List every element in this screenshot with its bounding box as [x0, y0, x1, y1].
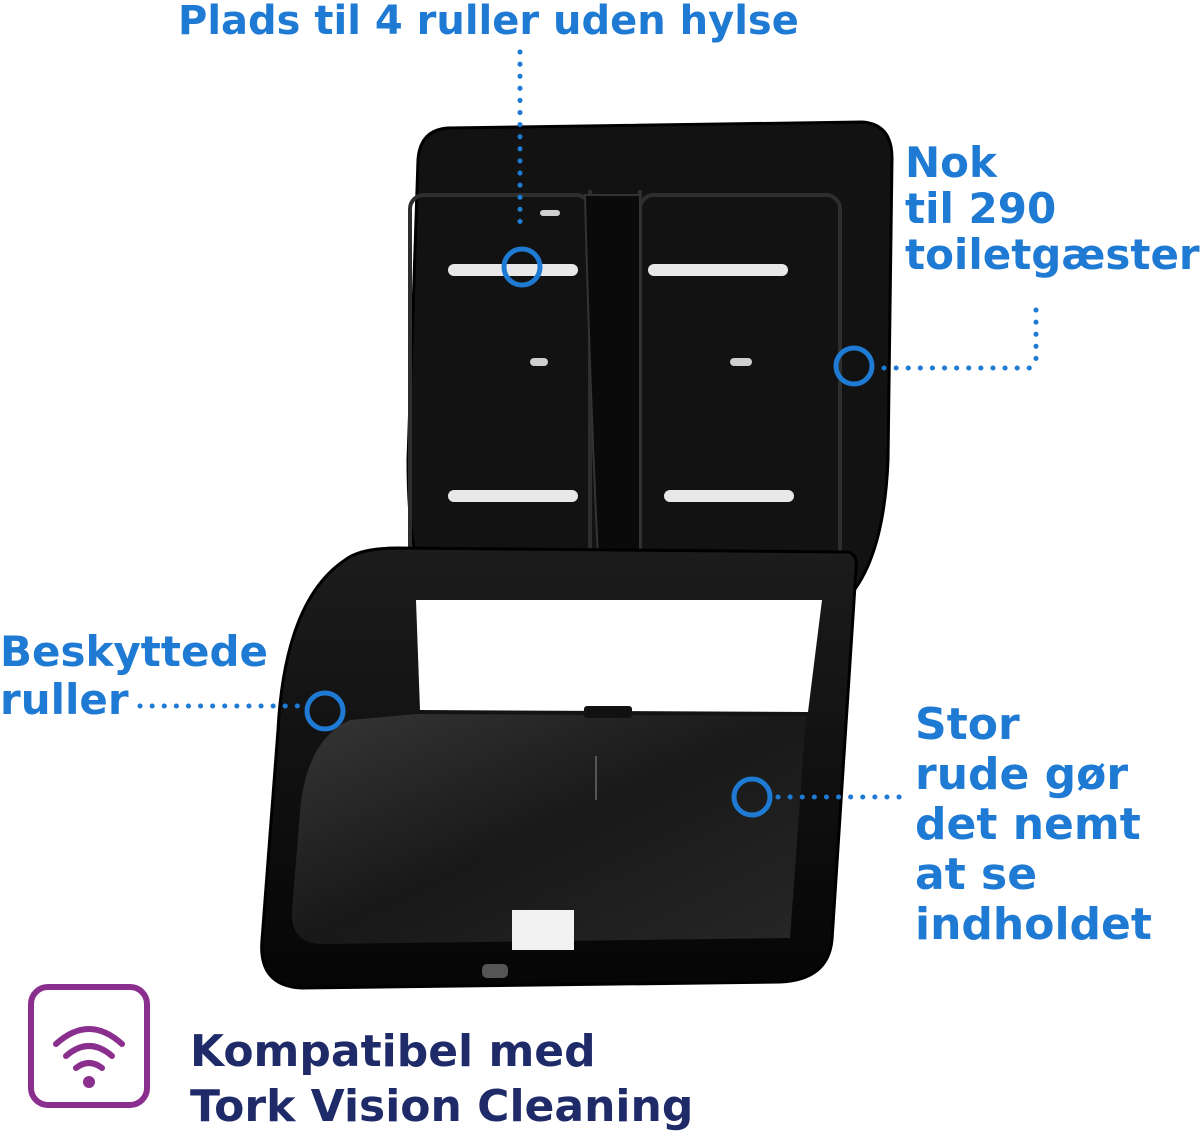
badge-text-line-1: Kompatibel med	[190, 1026, 596, 1077]
key-lock	[482, 964, 508, 978]
tork-vision-badge	[28, 984, 150, 1108]
roll-spindles	[448, 264, 794, 502]
callout-window-line-3: det nemt	[915, 799, 1141, 850]
callout-window: Stor rude gør det nemt at se indholdet	[915, 700, 1152, 950]
callout-window-line-1: Stor	[915, 699, 1020, 750]
callout-capacity-text: Plads til 4 ruller uden hylse	[178, 0, 799, 44]
callout-protected-line-1: Beskyttede	[0, 627, 268, 676]
callout-guests: Nok til 290 toiletgæster	[905, 140, 1200, 278]
callout-guests-line-3: toiletgæster	[905, 230, 1200, 279]
callout-guests-line-2: til 290	[905, 184, 1057, 233]
callout-leaders	[137, 49, 1039, 800]
callout-window-line-4: at se	[915, 849, 1038, 900]
dispenser-window	[291, 714, 807, 944]
badge-text: Kompatibel med Tork Vision Cleaning	[190, 1024, 693, 1134]
instruction-label	[512, 910, 574, 950]
wifi-icon	[53, 1026, 125, 1088]
callout-rings	[304, 246, 875, 818]
badge-text-line-2: Tork Vision Cleaning	[190, 1081, 694, 1132]
callout-protected-line-2: ruller	[0, 675, 129, 724]
callout-protected-rolls: Beskyttede ruller	[0, 628, 268, 724]
callout-window-line-5: indholdet	[915, 899, 1152, 950]
callout-window-line-2: rude gør	[915, 749, 1129, 800]
callout-guests-line-1: Nok	[905, 138, 997, 187]
callout-capacity: Plads til 4 ruller uden hylse	[178, 0, 799, 46]
